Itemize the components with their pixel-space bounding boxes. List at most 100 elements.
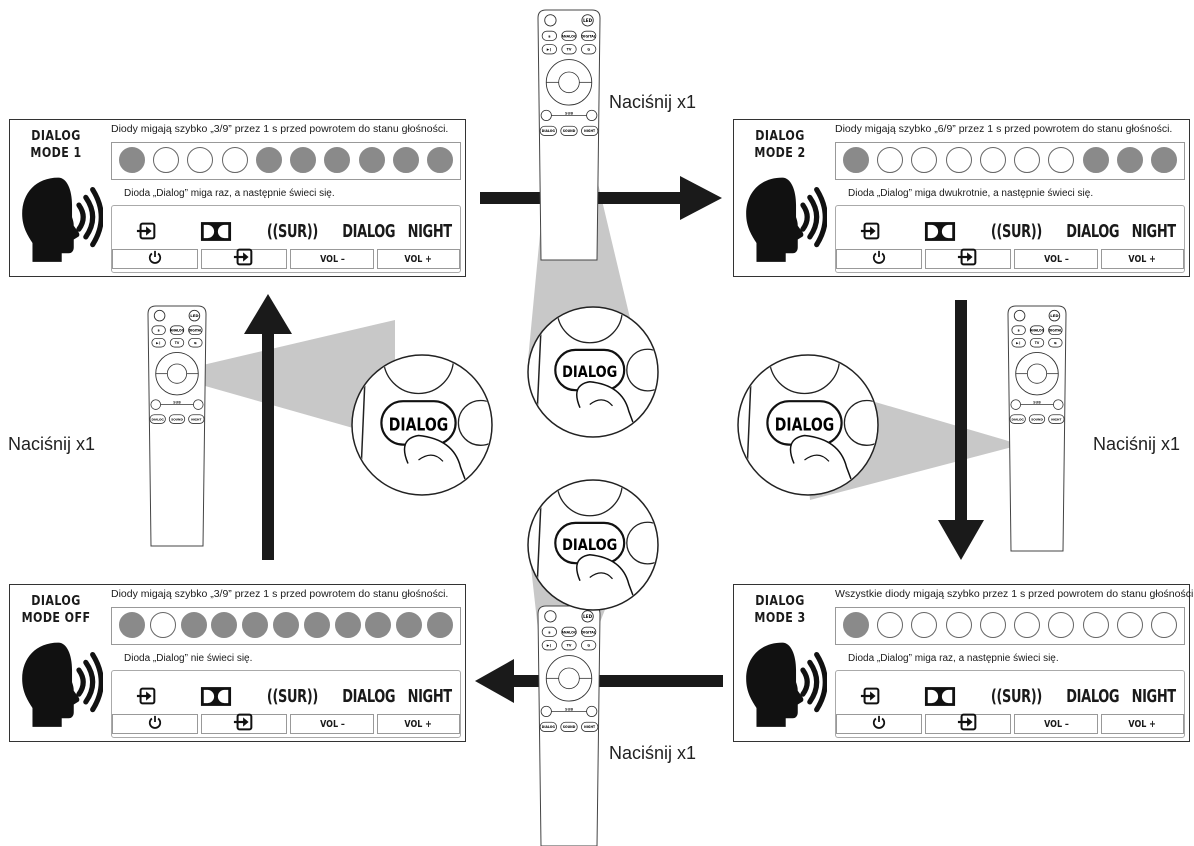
remote-source-label: ANALOG	[170, 329, 185, 333]
led-indicator	[1116, 147, 1143, 173]
led-row	[835, 142, 1185, 180]
dialog-led-status: Dioda „Dialog” miga raz, a następnie świ…	[124, 188, 335, 199]
zoom-contents: DIALOG	[745, 356, 877, 494]
remote-sub-minus	[150, 399, 161, 410]
dialog-indicator: DIALOG	[1066, 685, 1120, 707]
speaking-head-icon	[17, 168, 104, 268]
zoom-next-button	[626, 348, 657, 392]
power-button[interactable]	[836, 249, 922, 269]
remote-source-label: DIGITAL	[581, 34, 596, 38]
led-indicator	[945, 147, 972, 173]
volume-up-button[interactable]: VOL +	[1101, 249, 1184, 269]
dialog-indicator: DIALOG	[342, 685, 396, 707]
remote-mute-button	[166, 363, 188, 384]
remote-mode-label: DIALOG	[542, 129, 556, 133]
remote-mode-button	[168, 414, 186, 424]
surround-indicator: ((SUR))	[990, 220, 1042, 242]
remote-sub-label: SUB	[565, 111, 574, 115]
zoom-next-button	[626, 521, 657, 565]
input-indicator-icon	[856, 219, 886, 243]
led-indicator	[1014, 147, 1041, 173]
remote-led-label: LED	[1050, 313, 1058, 318]
power-icon	[148, 250, 162, 269]
volume-down-button[interactable]: VOL –	[1014, 249, 1098, 269]
remote-source-button	[561, 44, 577, 55]
remote-source-button	[1011, 337, 1026, 348]
press-label-bottom: Naciśnij x1	[609, 743, 697, 763]
remote-mute-button	[1026, 363, 1048, 384]
dolby-indicator-icon	[920, 684, 960, 708]
volume-up-button[interactable]: VOL +	[377, 714, 460, 734]
finger-nail	[418, 454, 444, 462]
panel-mode-off: DIALOG MODE OFF Diody migają szybko „3/9…	[9, 584, 466, 742]
remote-source-button	[169, 337, 185, 348]
remote-mode-button	[539, 721, 557, 732]
remote-led-button	[581, 14, 594, 27]
remote-source-button	[541, 640, 558, 651]
volume-down-button[interactable]: VOL –	[290, 249, 374, 269]
finger-nail	[804, 454, 830, 462]
led-indicator	[979, 147, 1006, 173]
remote-source-label: ▶❙	[1016, 341, 1021, 345]
remote-power-button	[544, 610, 557, 623]
power-button[interactable]	[112, 714, 198, 734]
led-indicator	[221, 147, 248, 173]
led-row	[835, 607, 1185, 645]
input-button[interactable]	[201, 248, 287, 269]
led-indicator	[1151, 612, 1177, 638]
remote-source-label: ANALOG	[1030, 329, 1045, 333]
input-button[interactable]	[925, 713, 1011, 734]
power-button[interactable]	[112, 249, 198, 269]
led-indicator	[180, 612, 207, 638]
remote-sub-minus	[540, 109, 552, 121]
volume-up-button[interactable]: VOL +	[377, 249, 460, 269]
led-indicator	[119, 147, 145, 173]
remote-source-label: TV	[1035, 341, 1040, 345]
volume-down-button[interactable]: VOL –	[1014, 714, 1098, 734]
remote-mode-label: NIGHT	[584, 129, 596, 133]
remote-power-button	[544, 14, 557, 27]
input-indicator-icon	[132, 684, 162, 708]
remote-source-label: ʙ	[548, 34, 550, 38]
remote-source-label: TV	[175, 341, 180, 345]
zoom-cone-left	[170, 320, 395, 440]
remote-sub-minus	[1010, 399, 1021, 410]
remote-mode-label: NIGHT	[1051, 417, 1061, 421]
remote-mode-label: SOUND	[563, 725, 576, 729]
zoom-contents: DIALOG	[535, 308, 657, 436]
mode-title: DIALOG MODE 3	[754, 593, 806, 626]
led-indicator	[149, 612, 176, 638]
remote-mode-button	[188, 414, 205, 424]
remote-mode-button	[1048, 414, 1065, 424]
led-indicator	[334, 612, 361, 638]
volume-up-button[interactable]: VOL +	[1101, 714, 1184, 734]
mode-title: DIALOG MODE 1	[30, 128, 82, 161]
input-button[interactable]	[201, 713, 287, 734]
remote-source-button	[541, 30, 558, 41]
volume-down-button[interactable]: VOL –	[290, 714, 374, 734]
finger-nail	[589, 399, 613, 407]
surround-indicator: ((SUR))	[266, 220, 318, 242]
remote-source-button	[188, 325, 203, 335]
led-indicator	[979, 612, 1006, 638]
dolby-indicator-icon	[920, 219, 960, 243]
remote-sub-label: SUB	[173, 401, 181, 405]
led-indicator	[242, 612, 269, 638]
finger-icon	[576, 553, 640, 609]
power-button[interactable]	[836, 714, 922, 734]
remote-source-label: DIGITAL	[581, 630, 596, 634]
remote-source-label: ⧉	[194, 341, 197, 345]
input-button[interactable]	[925, 248, 1011, 269]
remote-mode-label: NIGHT	[584, 725, 596, 729]
power-icon	[872, 715, 886, 734]
remote-source-button	[1048, 337, 1063, 348]
led-indicator	[211, 612, 238, 638]
remote-source-label: ▶❙	[156, 341, 161, 345]
led-indicator	[945, 612, 972, 638]
remote-mode-button	[1009, 414, 1026, 424]
remote-source-button	[151, 337, 166, 348]
led-caption: Wszystkie diody migają szybko przez 1 s …	[835, 588, 1194, 600]
zoom-dialog-label: DIALOG	[389, 414, 448, 435]
led-indicator	[427, 612, 453, 638]
